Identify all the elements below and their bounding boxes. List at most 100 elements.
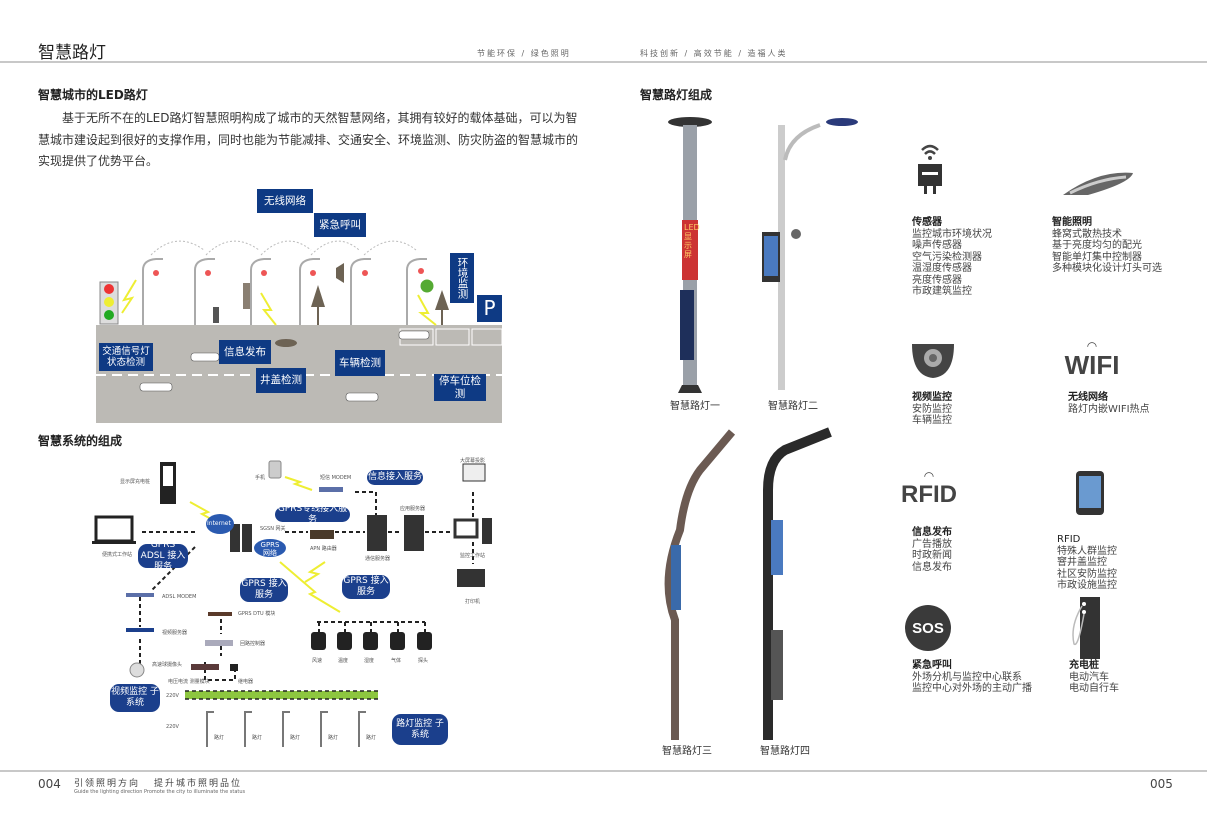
feature-sos: 紧急呼叫外场分机与监控中心联系监控中心对外场的主动广播 [912,660,1032,695]
feature-line: 市政建筑监控 [912,286,972,297]
feature-charging: 充电桩电动汽车电动自行车 [1069,660,1119,695]
feature-title: RFID [1057,534,1081,545]
label-phone: 手机 [255,475,266,481]
label-sms-modem: 短信 MODEM [320,475,352,481]
label-apn: APN 路由器 [310,546,337,552]
pill-video-subsystem: 视频监控 子系统 [110,684,160,712]
feature-line: 社区安防监控 [1057,568,1117,580]
page-title: 智慧路灯 [38,43,106,63]
intro-paragraph: 基于无所不在的LED路灯智慧照明构成了城市的天然智慧网络，其拥有较好的载体基础，… [38,111,579,168]
label-dtu: GPRS DTU 模块 [238,611,276,617]
section-led-title: 智慧城市的LED路灯 [38,88,148,102]
system-diagram: 信息接入服务 GPRS专线接入服务 GPRS ADSL 接入服务 GPRS 网络… [90,452,510,752]
label-charger: 显示屏充电桩 [120,479,151,485]
lamp-illustrations [664,117,858,740]
section-system-title: 智慧系统的组成 [38,434,123,448]
feature-line: 外场分机与监控中心联系 [912,671,1022,683]
label-printer: 打印机 [465,599,481,605]
smart-lighting-icon [1063,172,1133,195]
footer-slogan-en: Guide the lighting direction Promote the… [74,789,246,795]
sensor-gas: 气体 [391,658,402,664]
slogan-right: 科技创新 / 高效节能 / 造福人类 [640,49,788,58]
feature-title: 智能照明 [1052,217,1092,228]
feature-line: 电动汽车 [1069,671,1109,683]
page-number-left: 004 [38,777,61,791]
label-controller: 回路控制器 [240,641,266,647]
label-video-server: 视频服务器 [162,630,188,636]
lamp-caption-2: 智慧路灯二 [768,401,818,412]
feature-video: 视频监控安防监控车辆监控 [912,392,952,427]
charging-pile-icon [1072,597,1100,659]
pill-gprs-access-2: GPRS 接入服务 [342,575,390,599]
footer-slogan-2: 提升城市照明品位 [154,779,243,789]
feature-line: 电动自行车 [1069,683,1119,694]
label-emergency: 紧急呼叫 [314,213,366,237]
label-220v-1: 220V [166,693,179,699]
feature-title: 传感器 [912,217,942,228]
sensor-humidity: 湿度 [364,658,375,664]
feature-line: 广告播放 [912,538,952,550]
pill-gprs-line: GPRS专线接入服务 [275,504,350,525]
wifi-icon: ◠WIFI [1062,340,1122,378]
label-workstation: 监控工作站 [460,553,486,559]
label-adsl-modem: ADSL MODEM [162,594,197,600]
label-app-server: 应用服务器 [400,506,426,512]
label-meter: 电压电流 测量模块 [168,679,210,685]
label-lamp-5: 路灯 [366,735,377,741]
feature-line: 车辆监控 [912,415,952,426]
system-diagram-lines [92,460,492,747]
header-divider [0,61,1207,63]
label-projector: 大屏幕投影 [460,458,486,464]
label-environment: 环境监测 [450,253,474,303]
gprs-network-cloud: GPRS 网络 [260,541,280,557]
sensor-probe: 探头 [418,658,429,664]
label-camera: 高速球摄像头 [152,662,183,668]
label-relay: 继电器 [238,679,254,685]
slogan-left: 节能环保 / 绿色照明 [477,49,571,58]
sensor-temp: 温度 [338,658,349,664]
street-scene: 无线网络 紧急呼叫 环境监测 P 交通信号灯状态检测 信息发布 井盖检测 车辆检… [96,185,502,423]
feature-lighting: 智能照明蜂窝式散热技术基于亮度均匀的配光智能单灯集中控制器多种模块化设计灯头可选 [1052,217,1162,275]
feature-line: 监控中心对外场的主动广播 [912,683,1032,694]
feature-line: 温湿度传感器 [912,263,972,274]
pill-gprs-adsl: GPRS ADSL 接入服务 [138,540,188,572]
label-parking: 停车位检测 [434,374,486,401]
phone-icon [1076,471,1104,515]
feature-line: 噪声传感器 [912,240,962,251]
label-manhole: 井盖检测 [256,368,306,393]
pill-sms-service: 信息接入服务 [367,470,423,485]
label-lamp-3: 路灯 [290,735,301,741]
label-info: 信息发布 [219,340,271,364]
feature-line: 空气污染检测器 [912,251,982,263]
section-lamp-title: 智慧路灯组成 [640,88,713,102]
label-sgsn: SGSN 网关 [260,526,286,532]
feature-wifi: 无线网络路灯内嵌WIFI热点 [1068,392,1150,415]
label-comm-server: 通信服务器 [365,556,391,562]
page-number-right: 005 [1150,777,1173,791]
feature-line: 基于亮度均匀的配光 [1052,240,1142,251]
feature-line: 亮度传感器 [912,274,962,286]
label-traffic-light: 交通信号灯状态检测 [99,343,153,371]
wifi-icon-text: WIFI [1064,350,1120,380]
label-lamp-4: 路灯 [328,735,339,741]
feature-line: 窨井盖监控 [1057,557,1107,568]
lamp-caption-4: 智慧路灯四 [760,746,810,757]
internet-cloud: Internet [207,520,231,527]
label-220v-2: 220V [166,724,179,730]
label-laptop: 便携式工作站 [102,552,133,558]
feature-line: 智能单灯集中控制器 [1052,251,1142,263]
label-vehicle: 车辆检测 [335,350,385,376]
pill-lamp-subsystem: 路灯监控 子系统 [392,714,448,745]
feature-line: 监控城市环境状况 [912,228,992,240]
footer-slogan-1: 引领照明方向 [74,779,141,789]
lamp-caption-1: 智慧路灯一 [670,401,720,412]
feature-line: 市政设施监控 [1057,580,1117,591]
feature-line: 蜂窝式散热技术 [1052,228,1122,240]
feature-title: 无线网络 [1068,392,1108,403]
camera-icon [912,344,954,378]
feature-line: 时政新闻 [912,550,952,561]
label-wireless: 无线网络 [257,189,313,213]
footer-divider [0,770,1207,772]
led-display-text: LED显示屏 [684,223,700,259]
